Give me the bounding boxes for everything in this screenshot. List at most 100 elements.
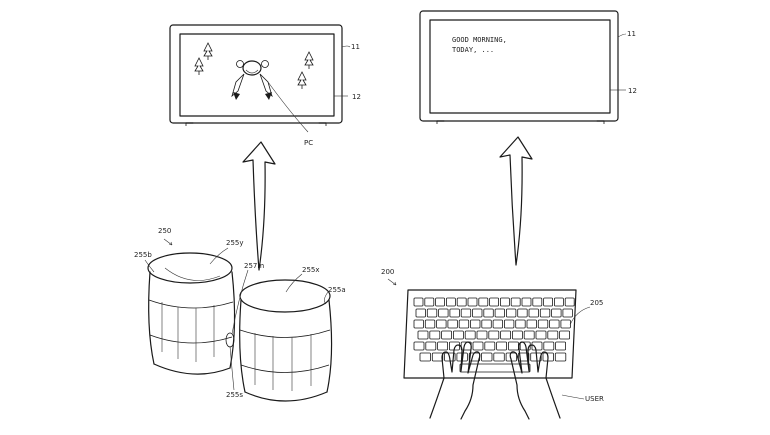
label-user: USER xyxy=(585,395,604,403)
keyboard-key xyxy=(478,297,489,307)
label-200: 200 xyxy=(381,268,394,276)
label-255a: 255a xyxy=(328,286,346,294)
keyboard-key xyxy=(505,308,517,318)
keyboard-key xyxy=(426,308,438,318)
label-screen-12: 12 xyxy=(628,87,637,95)
keyboard-key xyxy=(413,341,425,351)
keyboard-key xyxy=(543,297,553,307)
keyboard-key xyxy=(449,308,460,318)
left-hand-icon xyxy=(429,341,481,420)
keyboard-key xyxy=(436,319,447,329)
keyboard-key xyxy=(562,308,573,318)
keyboard-key xyxy=(435,297,446,307)
keyboard-key xyxy=(445,297,456,307)
keyboard-key xyxy=(425,341,437,351)
drum-controller xyxy=(147,252,333,402)
keyboard-key xyxy=(481,352,493,362)
drum-button xyxy=(225,332,235,348)
keyboard-key xyxy=(551,308,562,318)
keyboard-key xyxy=(424,319,436,329)
label-205: 205 xyxy=(590,299,603,307)
keyboard-key xyxy=(481,319,492,329)
keyboard-key xyxy=(517,308,528,318)
keyboard-key xyxy=(415,308,426,318)
keyboard-key xyxy=(413,297,424,307)
keyboard-key xyxy=(554,297,564,307)
label-device-11: 11 xyxy=(627,30,636,38)
tree-icon xyxy=(194,57,204,75)
label-257m: 257m xyxy=(244,262,264,270)
keyboard-key xyxy=(510,297,521,307)
keyboard-key xyxy=(447,319,458,329)
keyboard-key xyxy=(523,330,535,340)
keyboard-key xyxy=(528,308,539,318)
keyboard-device xyxy=(403,289,577,379)
keyboard-key xyxy=(456,297,467,307)
keyboard-key xyxy=(564,297,575,307)
keyboard-key xyxy=(499,297,510,307)
keyboard-key xyxy=(535,330,547,340)
keyboard-key xyxy=(526,319,537,329)
tree-icon xyxy=(297,71,307,89)
keyboard-key xyxy=(532,297,543,307)
left-barrel-drum xyxy=(147,252,236,375)
left-display-device xyxy=(169,24,343,126)
screen-today-text: TODAY, ... xyxy=(452,46,494,54)
keyboard-key xyxy=(507,341,519,351)
left-arrow-up xyxy=(242,141,276,271)
keyboard-key xyxy=(547,330,559,340)
keyboard-key xyxy=(470,319,481,329)
keyboard-key xyxy=(476,330,488,340)
keyboard-key xyxy=(560,319,571,329)
keyboard-key xyxy=(554,352,567,362)
keyboard-key xyxy=(441,330,453,340)
label-255b: 255b xyxy=(134,251,152,259)
label-255s: 255s xyxy=(226,391,243,399)
keyboard-key xyxy=(521,297,532,307)
keyboard-key xyxy=(472,341,484,351)
keyboard-key xyxy=(503,319,515,329)
keyboard-key xyxy=(539,308,551,318)
keyboard-key xyxy=(496,341,508,351)
keyboard-spacebar xyxy=(459,363,531,373)
label-250: 250 xyxy=(158,227,171,235)
keyboard-key xyxy=(543,341,555,351)
keyboard-key xyxy=(489,297,500,307)
tree-icon xyxy=(304,51,314,69)
tree-icon xyxy=(203,42,213,60)
keyboard-key xyxy=(467,297,478,307)
keyboard-key xyxy=(464,330,476,340)
keyboard-key xyxy=(419,352,431,362)
keyboard-key xyxy=(559,330,570,340)
keyboard-key xyxy=(549,319,560,329)
screen-greeting-text: GOOD MORNING, xyxy=(452,36,507,44)
keyboard-key xyxy=(452,330,464,340)
keyboard-key xyxy=(484,341,496,351)
keyboard-key xyxy=(431,352,444,362)
keyboard-key xyxy=(555,341,566,351)
keyboard-key xyxy=(512,330,523,340)
keyboard-body xyxy=(403,289,577,379)
right-arrow-up xyxy=(499,136,533,266)
player-character-icon xyxy=(231,60,273,100)
right-display-device xyxy=(419,10,619,124)
keyboard-key xyxy=(472,308,483,318)
keyboard-key xyxy=(488,330,500,340)
right-barrel-drum xyxy=(239,279,333,402)
label-255x: 255x xyxy=(302,266,320,274)
keyboard-key xyxy=(500,330,512,340)
label-character-pc: PC xyxy=(304,139,313,147)
keyboard-key xyxy=(531,341,543,351)
keyboard-key xyxy=(438,308,449,318)
keyboard-key xyxy=(458,319,470,329)
keyboard-key xyxy=(417,330,429,340)
label-255y: 255y xyxy=(226,239,244,247)
keyboard-keys xyxy=(413,297,575,373)
right-hand-icon xyxy=(509,341,561,420)
keyboard-key xyxy=(460,308,472,318)
keyboard-key xyxy=(483,308,494,318)
keyboard-key xyxy=(413,319,424,329)
keyboard-key xyxy=(437,341,449,351)
keyboard-key xyxy=(515,319,526,329)
